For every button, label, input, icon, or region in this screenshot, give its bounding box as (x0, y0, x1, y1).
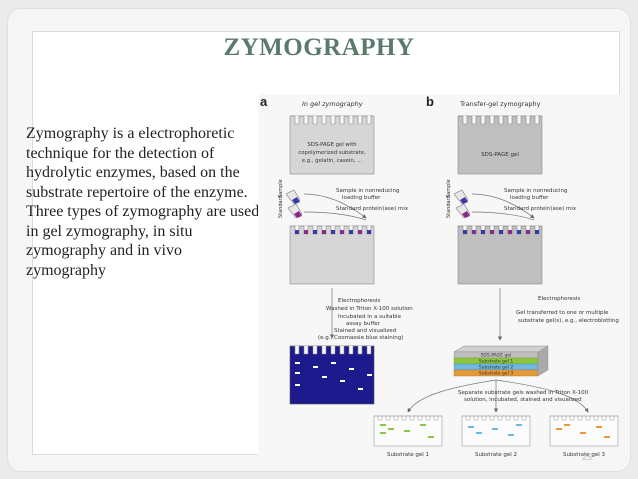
panel-a-step2-line3: Incubated in a suitable (338, 314, 402, 320)
panel-a-gel-label-2: copolymerized substrate, (298, 150, 366, 156)
panel-a-step2-line4: assay buffer (346, 321, 381, 327)
panel-b-gel-loaded (457, 225, 543, 285)
substrate-gel-2-label: Substrate gel 2 (475, 452, 517, 458)
panel-a-gel-label-1: SDS-PAGE gel with (307, 142, 356, 148)
substrate-gel-1: Substrate gel 1 (373, 415, 443, 458)
substrate-gel-2: Substrate gel 2 (461, 415, 531, 458)
panel-a-standard-label: Standard (278, 195, 284, 218)
panel-a-step2-line5: Stained and visualized (334, 328, 396, 334)
panel-b-step3-line1: Gel transferred to one or multiple (516, 310, 609, 316)
panel-b-step1-line3: Standard protein(ase) mix (504, 206, 577, 212)
panel-a: a In gel zymography SDS-PAGE gel with co… (260, 94, 413, 405)
panel-a-gel-1: SDS-PAGE gel with copolymerized substrat… (289, 115, 375, 175)
slide-title: ZYMOGRAPHY (223, 34, 415, 61)
panel-b-step4-line1: Separate substrate gels washed in Triton… (458, 390, 589, 396)
panel-b-sample-label: Sample (446, 179, 452, 198)
panel-b-step3-line2: substrate gel(s), e.g., electroblotting (518, 318, 619, 324)
panel-b-letter: b (426, 94, 434, 109)
panel-a-sample-tubes: Sample Standard (278, 179, 303, 219)
panel-b-heading: Transfer-gel zymography (459, 100, 541, 108)
panel-a-heading: In gel zymography (302, 100, 363, 108)
panel-b-stack-label-1: SDS-PAGE gel (481, 353, 512, 359)
panel-b-stack-label-4: Substrate gel 3 (479, 371, 514, 377)
panel-b-gel-label: SDS-PAGE gel (481, 152, 519, 158)
panel-b-stack-label-2: Substrate gel 1 (479, 359, 514, 365)
page-number: 25 (582, 452, 593, 462)
panel-a-sample-label: Sample (278, 179, 284, 198)
panel-b-sample-tubes: Sample Standard (446, 179, 471, 219)
panel-a-gel-loaded (289, 225, 375, 285)
panel-b-step4-line2: solution, incubated, stained and visuali… (464, 397, 582, 403)
substrate-gel-1-label: Substrate gel 1 (387, 452, 429, 458)
panel-b-step2: Electrophoresis (538, 296, 580, 302)
substrate-gel-3: Substrate gel 3 (549, 415, 619, 458)
panel-a-gel-label-3: e.g., gelatin, casein, ... (302, 158, 363, 164)
slide-body-text: Zymography is a electrophoretic techniqu… (26, 125, 264, 279)
panel-a-step1-line2: loading buffer (342, 195, 381, 201)
panel-b-gel-stack: SDS-PAGE gel Substrate gel 1 Substrate g… (453, 345, 549, 377)
panel-a-step2-line6: (e.g., Coomassie blue staining) (318, 335, 403, 341)
panel-a-step1-line3: Standard protein(ase) mix (336, 206, 409, 212)
panel-b: b Transfer-gel zymography SDS-PAGE gel S… (373, 94, 619, 458)
panel-b-step1-line1: Sample in nonreducing (504, 188, 568, 194)
substrate-gel-3-label: Substrate gel 3 (563, 452, 606, 458)
panel-b-standard-label: Standard (446, 195, 452, 218)
panel-b-stack-label-3: Substrate gel 2 (479, 365, 514, 371)
panel-a-letter: a (260, 94, 268, 109)
panel-b-step1-line2: loading buffer (510, 195, 549, 201)
panel-a-step2-line2: Washed in Triton X-100 solution (326, 306, 413, 312)
zymography-figure: a In gel zymography SDS-PAGE gel with co… (258, 94, 620, 460)
panel-a-stained-gel (289, 345, 375, 405)
panel-b-gel-1: SDS-PAGE gel (457, 115, 543, 175)
panel-a-step2-line1: Electrophoresis (338, 298, 380, 304)
panel-a-step1-line1: Sample in nonreducing (336, 188, 400, 194)
